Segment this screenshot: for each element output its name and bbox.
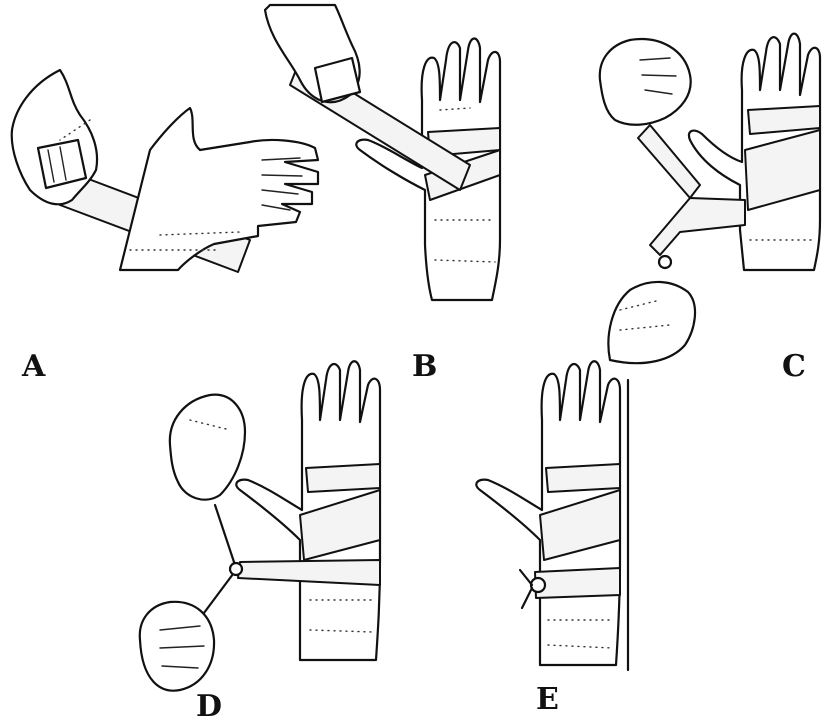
panel-e-lower-wrap (535, 568, 620, 598)
panel-d-tie-upper-string (215, 505, 236, 568)
panel-label-c: C (782, 352, 806, 382)
panel-d-upper-helper-hand (170, 395, 245, 500)
panel-d-drawing (140, 361, 380, 690)
panel-c-drawing (600, 34, 820, 364)
panel-label-d: D (196, 692, 222, 722)
panel-label-e: E (536, 685, 559, 715)
panel-d-knot (230, 563, 242, 575)
panel-a-bandage-roll (38, 140, 86, 188)
panel-c-upper-helper-hand (600, 39, 691, 125)
panel-e-wrist-wrap (546, 464, 620, 492)
panel-e-drawing (476, 361, 628, 670)
panel-c-knot (659, 256, 671, 268)
panel-a-drawing (12, 70, 318, 272)
panel-e-knot-ends (520, 570, 532, 608)
panel-label-b: B (412, 352, 437, 382)
panel-d-tie-band (238, 560, 380, 585)
panel-d-wrist-wrap (306, 464, 380, 492)
panel-label-a: A (22, 352, 45, 382)
panel-c-split-strip-lower (650, 198, 745, 255)
panel-c-wrist-wrap (748, 106, 820, 134)
panel-c-lower-helper-hand (608, 282, 695, 363)
